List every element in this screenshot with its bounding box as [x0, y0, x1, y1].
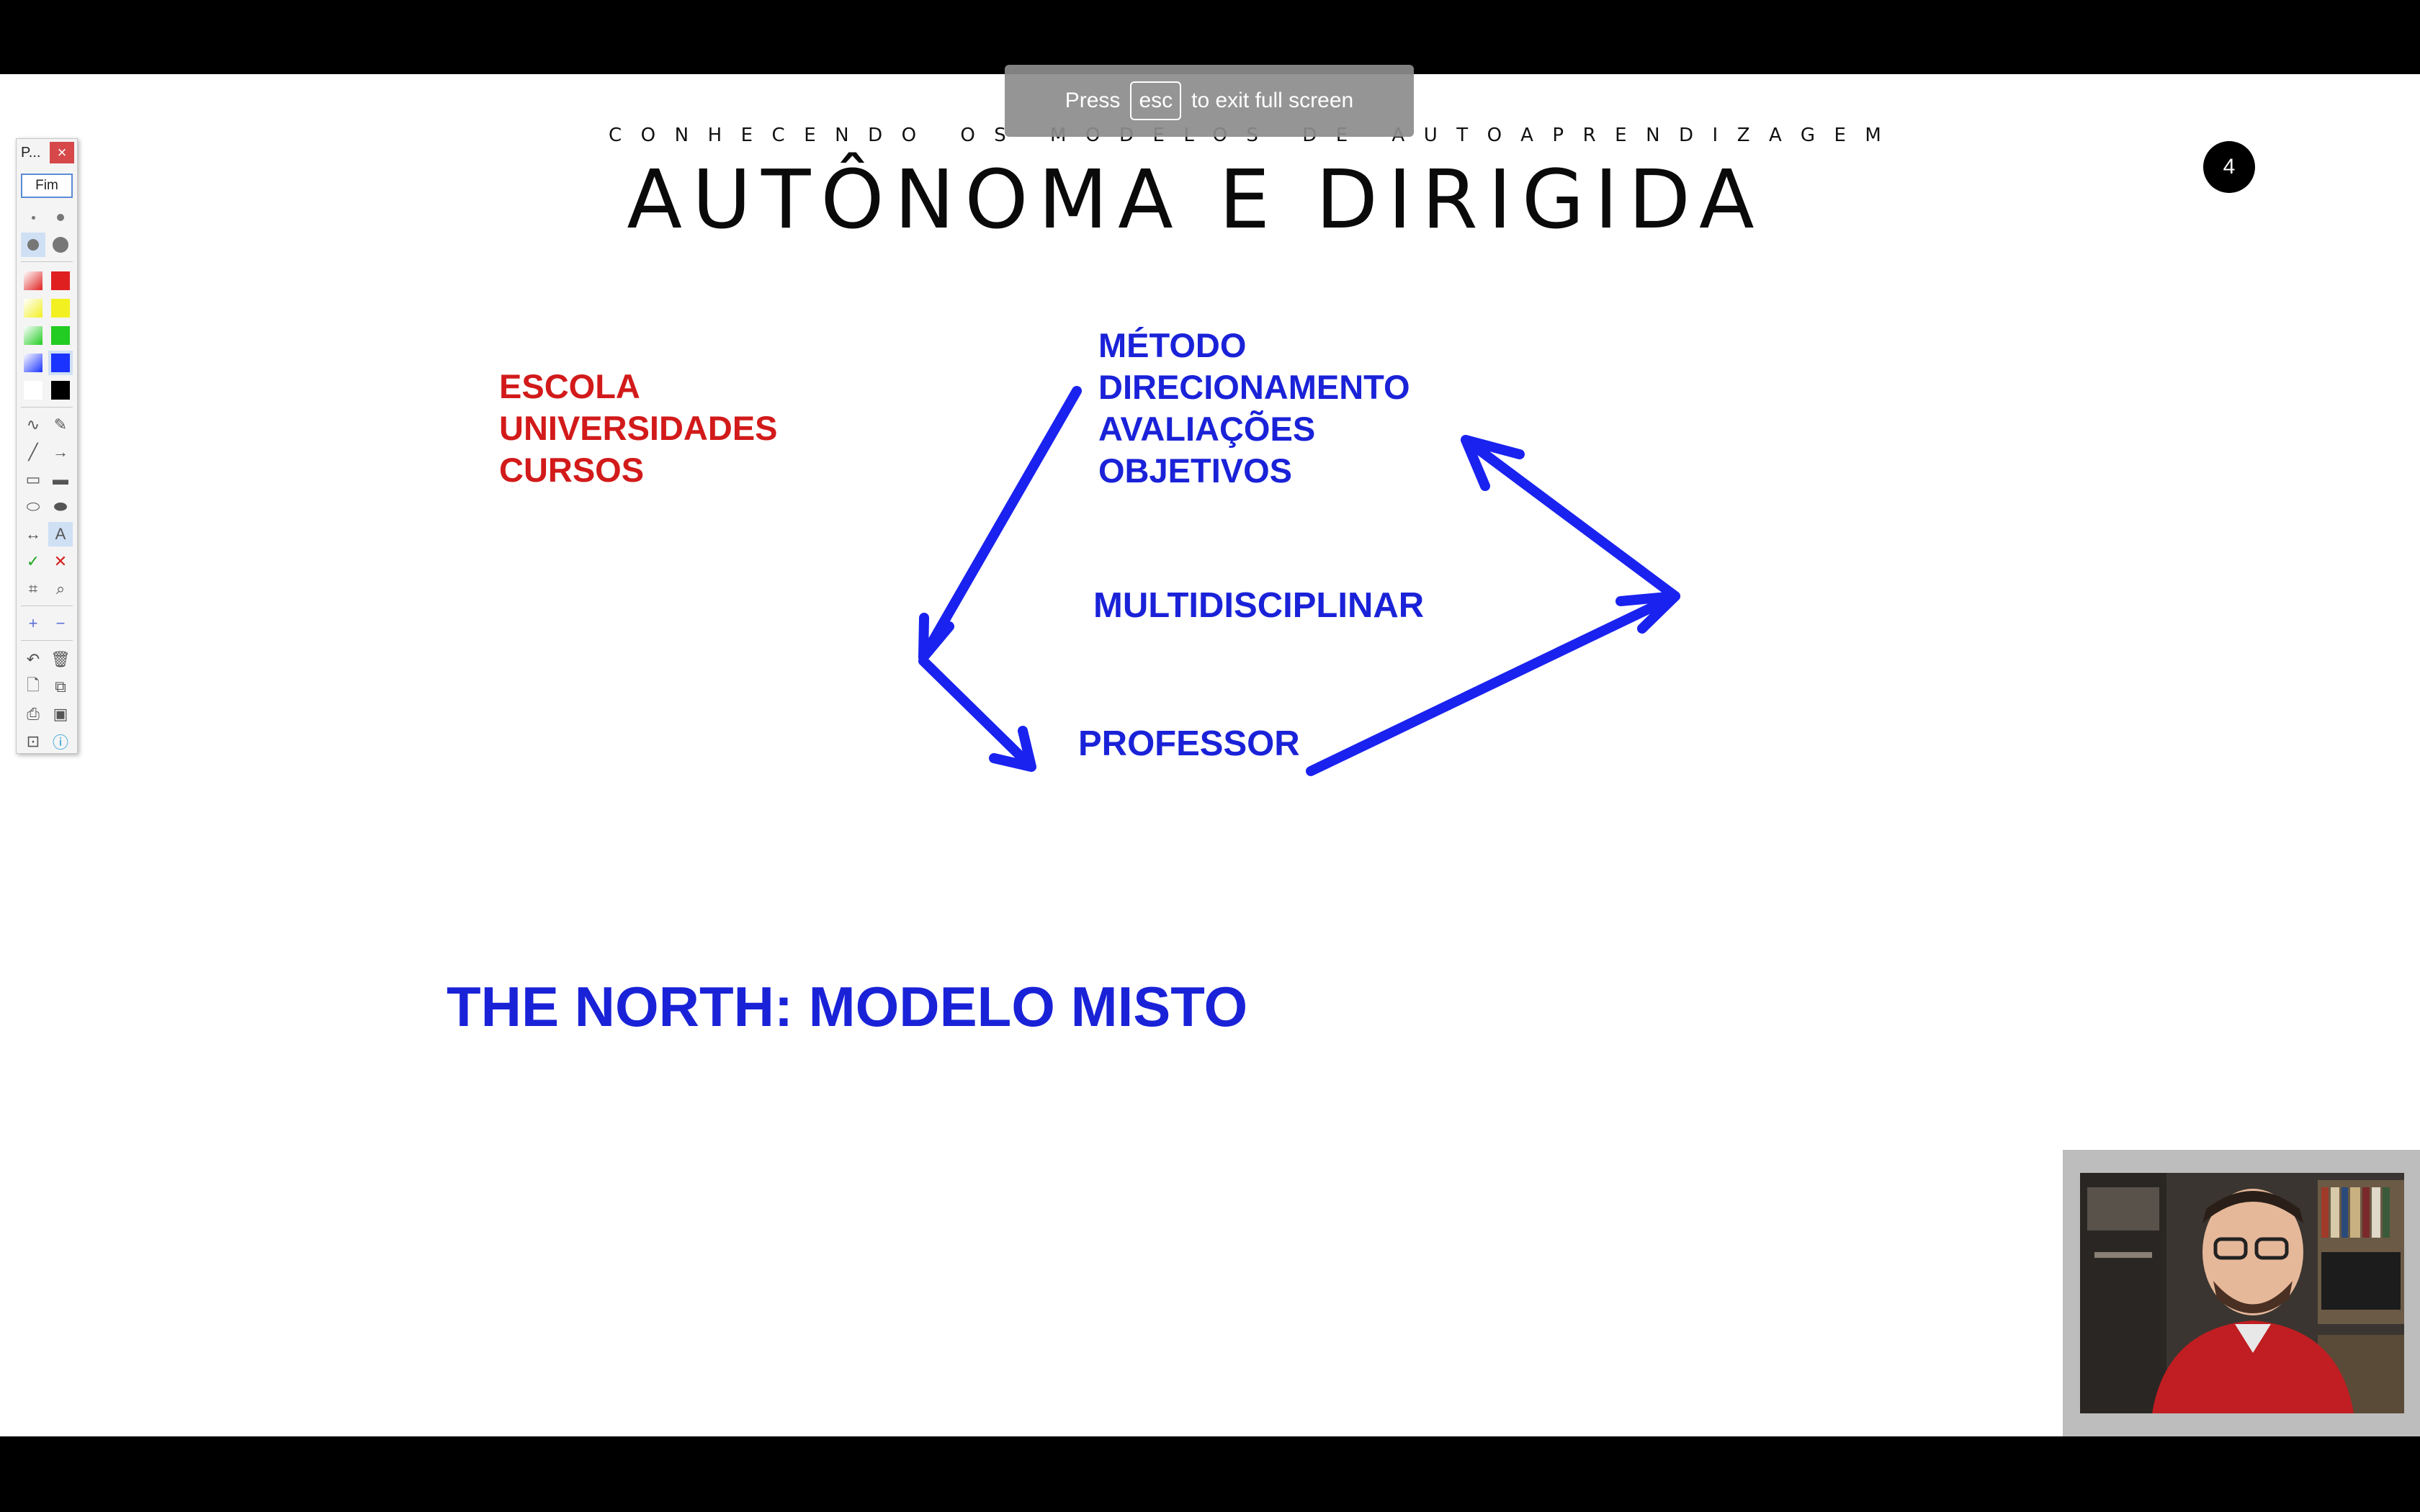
- list-item: CURSOS: [499, 451, 645, 489]
- esc-key: esc: [1130, 81, 1182, 120]
- slide-headline: THE NORTH: MODELO MISTO: [447, 975, 1248, 1038]
- list-item: MÉTODO: [1098, 326, 1247, 364]
- presenter-image: [2080, 1173, 2404, 1413]
- pen-size-medium[interactable]: [48, 205, 73, 230]
- green-highlighter[interactable]: [21, 323, 45, 348]
- text-tool-icon[interactable]: A: [48, 522, 73, 546]
- rectangle-icon[interactable]: ▭: [25, 470, 41, 488]
- black-pen[interactable]: [48, 378, 73, 402]
- filled-ellipse-icon[interactable]: ⬬: [53, 498, 68, 516]
- yellow-pen[interactable]: [48, 296, 73, 320]
- pen-size-large[interactable]: [21, 233, 45, 257]
- divider: [21, 640, 73, 641]
- slide-title: AUTÔNOMA E DIRIGIDA: [627, 153, 1765, 247]
- arrow-down-left: [918, 386, 1082, 662]
- green-pen[interactable]: [48, 323, 73, 348]
- ellipse-icon[interactable]: ⬭: [26, 498, 40, 516]
- white-pen[interactable]: [21, 378, 45, 402]
- eraser-icon[interactable]: ✎: [53, 415, 68, 433]
- toolbar-title: P...: [21, 145, 41, 161]
- zoom-icon[interactable]: ⌕: [55, 580, 66, 598]
- presenter-video: [2080, 1173, 2404, 1413]
- filled-rectangle-icon[interactable]: ▬: [53, 470, 68, 488]
- pen-size-xlarge[interactable]: [48, 233, 73, 257]
- plus-icon[interactable]: +: [28, 614, 38, 632]
- center-label: MULTIDISCIPLINAR: [1093, 586, 1425, 625]
- undo-icon[interactable]: ↶: [26, 650, 40, 668]
- fullscreen-notice: Press esc to exit full screen: [1005, 65, 1414, 137]
- list-item: OBJETIVOS: [1098, 451, 1293, 490]
- blue-highlighter[interactable]: [21, 351, 45, 375]
- bottom-label: PROFESSOR: [1078, 724, 1300, 763]
- print-icon[interactable]: ⎙: [27, 705, 40, 723]
- divider: [21, 407, 73, 408]
- blue-pen[interactable]: [48, 351, 73, 375]
- save-icon[interactable]: ▣: [53, 705, 68, 723]
- trash-icon[interactable]: 🗑: [50, 650, 71, 668]
- close-button[interactable]: ×: [50, 142, 74, 163]
- freehand-icon[interactable]: ∿: [26, 415, 40, 433]
- annotation-toolbar: P... × Fim ∿ ✎ ╱ → ▭ ▬ ⬭ ⬬ ↔ A ✓ ✕ ⌗ ⌕ +…: [16, 138, 78, 754]
- arrow-to-criteria: [1461, 435, 1680, 601]
- top-black-bar: [0, 0, 2420, 74]
- copy-icon[interactable]: ⧉: [55, 678, 66, 696]
- checkmark-icon[interactable]: ✓: [26, 552, 40, 570]
- minus-icon[interactable]: −: [55, 614, 66, 632]
- info-icon[interactable]: ⓘ: [52, 734, 68, 752]
- list-item: DIRECIONAMENTO: [1098, 368, 1410, 406]
- criteria-list: MÉTODO DIRECIONAMENTO AVALIAÇÕES OBJETIV…: [1098, 325, 1410, 492]
- list-item: AVALIAÇÕES: [1098, 410, 1316, 448]
- screen-capture-icon[interactable]: ⊡: [26, 732, 40, 750]
- cross-mark-icon[interactable]: ✕: [53, 552, 68, 570]
- bottom-black-bar: [0, 1436, 2420, 1512]
- presentation-slide: CONHECENDO OS MODELOS DE AUTOAPRENDIZAGE…: [0, 74, 2420, 1436]
- notice-prefix: Press: [1065, 89, 1121, 112]
- webcam-overlay: [2063, 1150, 2420, 1436]
- end-button[interactable]: Fim: [21, 174, 73, 198]
- arrow-icon[interactable]: →: [53, 443, 68, 461]
- arrow-to-professor: [918, 656, 1036, 772]
- page-number-badge: 4: [2203, 141, 2255, 193]
- line-icon[interactable]: ╱: [28, 443, 38, 461]
- red-highlighter[interactable]: [21, 269, 45, 293]
- new-page-icon[interactable]: 🗋: [27, 676, 40, 694]
- yellow-highlighter[interactable]: [21, 296, 45, 320]
- list-item: UNIVERSIDADES: [499, 409, 778, 447]
- divider: [21, 261, 73, 262]
- list-item: ESCOLA: [499, 367, 640, 405]
- red-pen[interactable]: [48, 269, 73, 293]
- institutions-list: ESCOLA UNIVERSIDADES CURSOS: [499, 366, 778, 491]
- notice-suffix: to exit full screen: [1191, 89, 1354, 112]
- crop-icon[interactable]: ⌗: [28, 580, 38, 598]
- pen-size-small[interactable]: [21, 205, 45, 230]
- double-arrow-icon[interactable]: ↔: [25, 525, 41, 543]
